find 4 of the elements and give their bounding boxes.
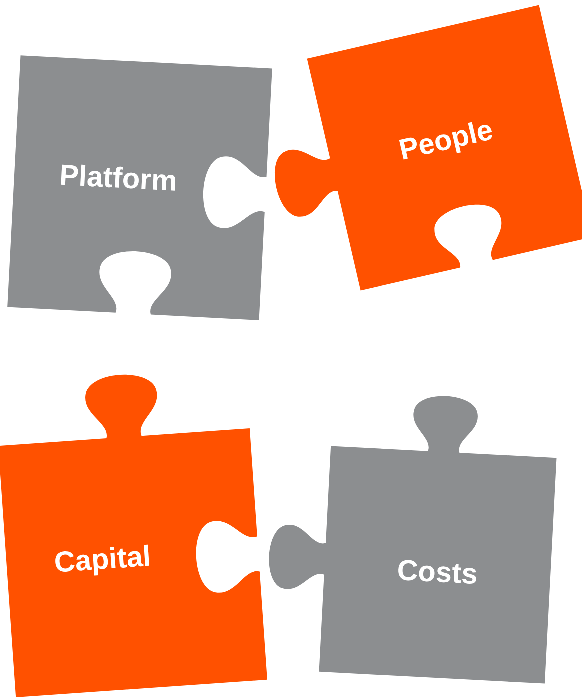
piece-label: Costs [396,554,479,593]
piece-label: People [396,113,497,169]
piece-label: Capital [53,540,152,582]
piece-label: Platform [58,158,178,200]
